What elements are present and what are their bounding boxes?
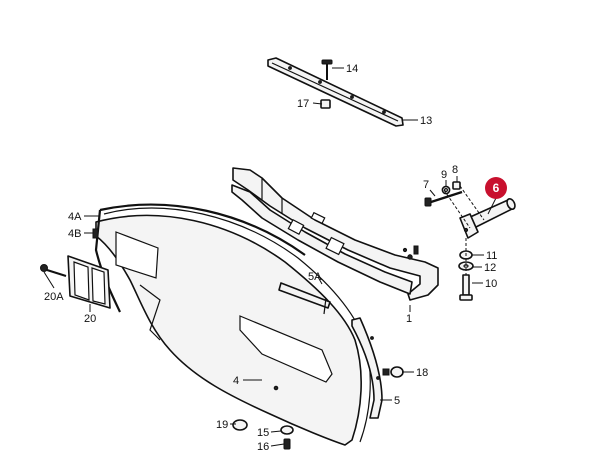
callout-6-badge[interactable]: 6 — [485, 177, 507, 199]
part-5-side-trim[interactable] — [351, 317, 383, 419]
part-20a-screw[interactable] — [40, 264, 67, 277]
callout-16: 16 — [257, 441, 269, 453]
part-16-screw[interactable] — [283, 438, 291, 450]
callout-20: 20 — [84, 313, 96, 325]
part-7-bolt[interactable] — [424, 190, 463, 207]
part-14-screw[interactable] — [321, 59, 333, 80]
callout-6: 6 — [493, 181, 500, 195]
leader-lines — [43, 67, 497, 447]
part-17-clip[interactable] — [320, 99, 331, 109]
callout-5: 5 — [394, 395, 400, 407]
assembly-axis-line — [443, 189, 471, 229]
part-5a-bracket[interactable] — [278, 282, 331, 315]
callout-15: 15 — [257, 427, 269, 439]
callout-7: 7 — [423, 179, 429, 191]
part-4b-clip[interactable] — [92, 228, 99, 239]
part-8-nut[interactable] — [452, 181, 461, 190]
callout-1: 1 — [406, 313, 412, 325]
part-6-mounting-tube[interactable] — [459, 198, 516, 239]
callout-12: 12 — [484, 262, 496, 274]
callout-17: 17 — [297, 98, 309, 110]
callout-19: 19 — [216, 419, 228, 431]
part-1-carrier-beam[interactable] — [231, 167, 439, 301]
callout-4: 4 — [233, 375, 239, 387]
callout-5a: 5A — [308, 271, 322, 283]
callout-9: 9 — [441, 169, 447, 181]
callout-14: 14 — [346, 63, 358, 75]
callout-4b: 4B — [68, 228, 81, 240]
part-9-washer[interactable] — [441, 185, 451, 195]
part-20-grille[interactable] — [67, 255, 111, 309]
highlight-badge — [485, 177, 507, 199]
callout-20a: 20A — [44, 291, 64, 303]
part-10-bolt[interactable] — [459, 274, 473, 301]
part-4-bumper-cover[interactable] — [95, 207, 371, 446]
part-18-fastener[interactable] — [382, 366, 404, 378]
part-19-plug[interactable] — [232, 419, 248, 431]
part-15-washer[interactable] — [280, 425, 294, 435]
callout-11: 11 — [486, 250, 497, 262]
callout-13: 13 — [420, 115, 432, 127]
callout-8: 8 — [452, 164, 458, 176]
part-13-strip[interactable] — [267, 57, 404, 127]
callout-18: 18 — [416, 367, 428, 379]
callout-4a: 4A — [68, 211, 82, 223]
assembly-axis-line — [459, 185, 485, 221]
callout-10: 10 — [485, 278, 497, 290]
